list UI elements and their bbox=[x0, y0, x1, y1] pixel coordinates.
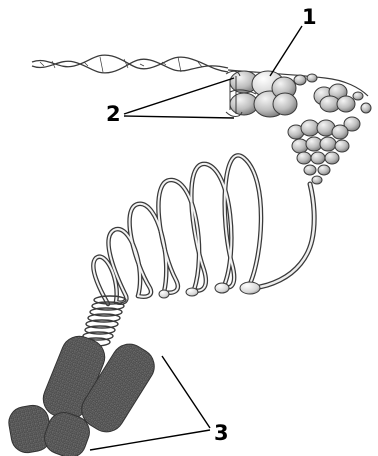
dna-double-helix bbox=[32, 55, 228, 73]
label-3: 3 bbox=[214, 421, 229, 445]
solenoid-cluster bbox=[288, 120, 349, 184]
label-2: 2 bbox=[106, 102, 121, 126]
leader-line-2b bbox=[124, 116, 234, 118]
leader-line-2a bbox=[124, 78, 234, 114]
leader-line-3a bbox=[162, 356, 210, 428]
nucleosome-core bbox=[226, 71, 297, 117]
label-1: 1 bbox=[302, 5, 317, 29]
leader-line-3b bbox=[90, 430, 210, 450]
leader-line-1 bbox=[270, 26, 302, 76]
metaphase-chromosome bbox=[6, 331, 161, 456]
